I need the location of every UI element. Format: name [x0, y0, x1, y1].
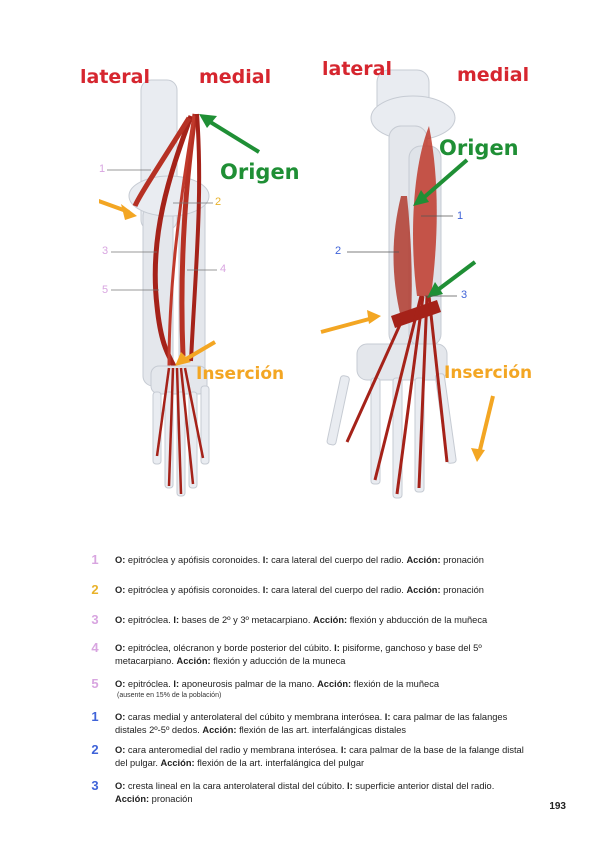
left-forearm-illustration	[99, 79, 261, 497]
legend-number: 2	[91, 742, 99, 757]
number-3: 3	[102, 245, 109, 257]
label-medial: medial	[457, 64, 530, 86]
number-2: 2	[335, 245, 342, 257]
number-1: 1	[457, 210, 464, 222]
right-forearm-illustration	[320, 69, 495, 499]
legend-number: 3	[91, 612, 99, 627]
number-1: 1	[99, 163, 106, 175]
left-forearm-figure: lateral medial Origen Inserción 1 2 3 4 …	[80, 56, 300, 524]
legend-description: O: epitróclea. I: bases de 2º y 3º metac…	[115, 615, 488, 625]
label-medial: medial	[199, 66, 272, 88]
legend-description: O: epitróclea. I: aponeurosis palmar de …	[115, 678, 525, 700]
legend-description: O: epitróclea y apófisis coronoides. I: …	[115, 585, 484, 595]
label-origen: Origen	[439, 136, 519, 160]
legend-number: 1	[91, 552, 99, 567]
legend-note: (ausente en 15% de la población)	[117, 692, 222, 699]
number-2: 2	[215, 196, 222, 208]
legend-description: O: epitróclea, olécranon y borde posteri…	[115, 643, 482, 666]
page-number: 193	[549, 801, 566, 812]
label-origen: Origen	[220, 160, 300, 184]
label-insercion: Inserción	[444, 363, 533, 383]
label-insercion: Inserción	[196, 364, 285, 384]
number-4: 4	[220, 263, 227, 275]
right-forearm-figure: lateral medial Origen Inserción 1 2 3	[317, 56, 532, 524]
legend-description: O: epitróclea y apófisis coronoides. I: …	[115, 555, 484, 565]
legend-number: 5	[91, 676, 99, 691]
legend-description: O: cresta lineal en la cara anterolatera…	[115, 781, 495, 804]
number-5: 5	[102, 284, 109, 296]
label-lateral: lateral	[80, 66, 151, 88]
legend-number: 4	[91, 640, 99, 655]
legend-number: 1	[91, 709, 99, 724]
legend-number: 2	[91, 582, 99, 597]
legend-description: O: cara anteromedial del radio y membran…	[115, 745, 524, 768]
number-3: 3	[461, 289, 468, 301]
legend-description: O: caras medial y anterolateral del cúbi…	[115, 712, 508, 735]
label-lateral: lateral	[322, 58, 393, 80]
legend-number: 3	[91, 778, 99, 793]
